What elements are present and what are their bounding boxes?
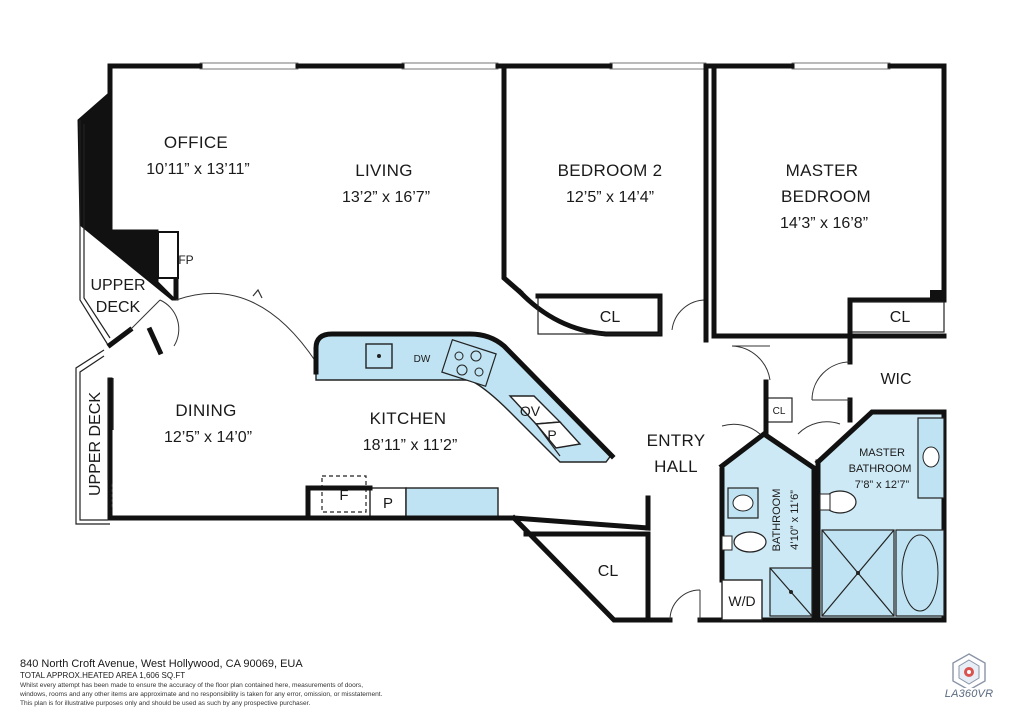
living-arc — [175, 292, 317, 363]
entry-hall-label-1: ENTRY — [647, 431, 706, 450]
office-label: OFFICE — [164, 133, 228, 152]
living-label: LIVING — [355, 161, 413, 180]
upper-deck-side-outline — [75, 349, 110, 525]
kitchen-dims: 18’11” x 11’2” — [363, 437, 458, 454]
fireplace — [157, 231, 179, 279]
window-office — [199, 62, 299, 70]
closet-bedroom2-label: CL — [600, 309, 621, 326]
washer-dryer — [721, 579, 763, 621]
window-living — [401, 62, 499, 70]
bedroom2-dims: 12’5” x 14’4” — [566, 189, 654, 206]
oven-label: OV — [520, 403, 541, 419]
logo-text: LA360VR — [944, 688, 994, 700]
floor-plan: OFFICE 10’11” x 13’11” LIVING 13’2” x 16… — [75, 62, 947, 623]
master-bathroom-label-1: MASTER — [859, 447, 905, 459]
dining-label: DINING — [175, 401, 236, 420]
cooktop — [441, 338, 497, 388]
disclaimer-line-1: Whilst every attempt has been made to en… — [20, 682, 364, 689]
master-bathroom-label-2: BATHROOM — [849, 463, 912, 475]
entry-hall-label-2: HALL — [654, 457, 698, 476]
window-bedroom2 — [609, 62, 707, 70]
master-tub — [895, 529, 945, 617]
address: 840 North Croft Avenue, West Hollywood, … — [20, 658, 303, 670]
closet-master-label: CL — [890, 309, 911, 326]
pantry-bottom — [369, 487, 407, 519]
closet-entry — [530, 534, 648, 614]
master-bedroom-dims: 14’3” x 16’8” — [780, 215, 868, 232]
master-bedroom-label-1: MASTER — [786, 161, 859, 180]
bottom-counter — [405, 487, 499, 519]
master-bedroom-label-2: BEDROOM — [781, 187, 871, 206]
window-master — [791, 62, 891, 70]
pantry-bottom-label: P — [383, 495, 393, 512]
master-bathroom-dims: 7’8” x 12’7” — [855, 479, 910, 491]
hexagon-cube-icon — [952, 653, 986, 691]
bath-toilet — [733, 531, 767, 553]
fireplace-label: FP — [178, 253, 193, 267]
bathroom-label: BATHROOM — [771, 489, 783, 552]
closet-entry-label: CL — [598, 563, 619, 580]
kitchen-label: KITCHEN — [370, 409, 447, 428]
total-area: TOTAL APPROX.HEATED AREA 1,606 SQ.FT — [20, 671, 186, 680]
wic-label: WIC — [880, 371, 911, 388]
living-dims: 13’2” x 16’7” — [342, 189, 430, 206]
washer-dryer-label: W/D — [728, 593, 755, 609]
disclaimer-line-3: This plan is for illustrative purposes o… — [20, 700, 311, 707]
bedroom2-label: BEDROOM 2 — [558, 161, 663, 180]
office-dims: 10’11” x 13’11” — [146, 161, 249, 178]
pantry-kitchen-label: P — [547, 427, 556, 443]
upper-deck-top-label-1: UPPER — [90, 277, 145, 294]
closet-hall-small-label: CL — [773, 406, 786, 417]
dining-dims: 12’5” x 14’0” — [164, 429, 252, 446]
fridge-label: F — [339, 487, 348, 504]
disclaimer-line-2: windows, rooms and any other items are a… — [20, 691, 383, 698]
fridge — [321, 475, 367, 513]
upper-deck-top-label-2: DECK — [96, 299, 141, 316]
brand-logo: LA360VR — [944, 652, 994, 712]
bathroom-dims: 4’10” x 11’6” — [789, 490, 801, 550]
upper-deck-side-label: UPPER DECK — [87, 392, 104, 496]
dishwasher-label: DW — [414, 354, 431, 365]
footer: 840 North Croft Avenue, West Hollywood, … — [20, 658, 720, 708]
pantry-box-kitchen — [534, 421, 582, 449]
